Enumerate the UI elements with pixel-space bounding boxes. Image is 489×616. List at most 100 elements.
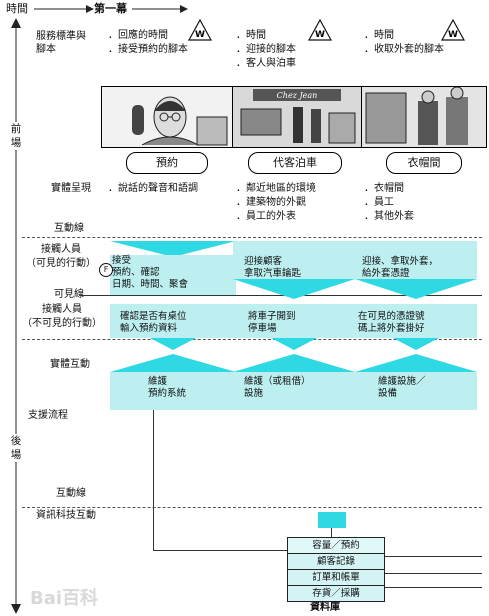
support-block-reservation: [110, 354, 236, 410]
backstage-valet-text: 將車子開到 停車場: [248, 311, 296, 335]
support-block-coat-check: [355, 354, 477, 410]
database-row-capacity: 容量／預約: [287, 537, 385, 554]
time-label: 時間: [6, 2, 28, 15]
evidence-line: ．建築物的外觀: [236, 197, 306, 208]
onstage-valet-text: 迎接顧客 拿取汽車鑰匙: [244, 256, 301, 280]
connector-line: [383, 587, 482, 588]
onstage-line: 迎接、拿取外套，: [362, 256, 439, 267]
support-valet-text: 維護（或租借） 設施: [244, 376, 311, 400]
w-triangle-icon: W: [188, 19, 212, 41]
onstage-reservation-text: 接受 預約、確認 日期、時間、聚會: [112, 255, 188, 291]
line-of-interaction: [22, 237, 482, 238]
row-it-interaction: 資訊科技互動: [36, 510, 96, 521]
row-onstage-contact: 接觸人員 （可見的行動）: [26, 244, 96, 269]
standard-coat-check: ．時間 ．收取外套的腳本: [364, 29, 444, 57]
standard-line: ．回應的時間: [108, 30, 168, 41]
w-label: W: [195, 30, 205, 40]
evidence-reservation: ．說話的聲音和語調: [108, 183, 198, 194]
connector-line: [383, 556, 482, 557]
evidence-line: ．衣帽間: [364, 183, 404, 194]
connector-line: [153, 550, 287, 551]
evidence-line: ．其他外套: [364, 211, 414, 222]
support-line: 維護: [148, 376, 168, 387]
row-line-of-visibility: 可見線: [54, 289, 84, 300]
onstage-line: 給外套憑證: [362, 268, 410, 279]
database-label: 資料庫: [310, 602, 340, 613]
backstage-line: 碼上將外套掛好: [358, 323, 425, 334]
row-service-standards: 服務標準與 腳本: [36, 31, 86, 55]
scene-caption-valet: 代客泊車: [248, 152, 342, 174]
backstage-line: 確認是否有桌位: [120, 311, 187, 322]
line-of-visibility: [80, 295, 482, 296]
onstage-arrow-reservation: [110, 241, 236, 295]
row-physical-interaction: 實體互動: [50, 359, 90, 370]
front-stage-label: 前 場: [5, 122, 27, 150]
w-label: W: [448, 30, 458, 40]
backstage-divider: [22, 339, 482, 340]
standard-line: ．時間: [236, 30, 266, 41]
standard-line: ．客人與泊車: [236, 58, 296, 69]
backstage-coat-check-text: 在可見的憑證號 碼上將外套掛好: [358, 311, 425, 335]
support-coat-check-text: 維護設施／ 設備: [378, 376, 426, 400]
connector-line: [383, 573, 482, 574]
standard-valet: ．時間 ．迎接的腳本 ．客人與泊車: [236, 29, 296, 71]
it-interaction-marker: [318, 512, 346, 528]
restaurant-sign: Chez Jean: [277, 91, 318, 100]
evidence-coat-check: ．衣帽間 ．員工 ．其他外套: [364, 182, 414, 224]
row-line-of-interaction-2: 互動線: [56, 488, 86, 499]
act-arrow-icon: [132, 5, 188, 13]
evidence-line: ．員工的外表: [236, 211, 296, 222]
scene-caption-coat-check: 衣帽間: [386, 152, 462, 174]
standard-line: ．迎接的腳本: [236, 44, 296, 55]
backstage-line: 將車子開到: [248, 311, 296, 322]
failure-point-badge: F: [99, 263, 113, 277]
support-line: 預約系統: [148, 388, 187, 399]
onstage-line: 日期、時間、聚會: [112, 279, 189, 290]
standard-line: ．時間: [364, 30, 394, 41]
coat-check-illustration: [361, 86, 487, 148]
backstage-block-valet: [233, 304, 355, 350]
back-stage-label: 後 場: [5, 434, 27, 462]
time-arrow-icon: [34, 5, 94, 13]
support-line: 維護設施／: [378, 376, 426, 387]
w-triangle-icon: W: [441, 19, 465, 41]
backstage-block-reservation: [110, 304, 236, 350]
valet-parking-illustration: Chez Jean: [232, 86, 362, 148]
w-label: W: [315, 30, 325, 40]
connector-line: [331, 528, 332, 538]
onstage-arrow-valet: [233, 241, 355, 299]
backstage-line: 在可見的憑證號: [358, 311, 425, 322]
support-block-valet: [233, 354, 355, 410]
database-row-orders-billing: 訂單和帳單: [287, 569, 385, 586]
backstage-block-coat-check: [355, 304, 477, 350]
act-label: 第一幕: [94, 2, 127, 15]
scene-caption-reservation: 預約: [126, 152, 208, 174]
onstage-coat-check-text: 迎接、拿取外套， 給外套憑證: [362, 256, 438, 280]
standard-line: ．收取外套的腳本: [364, 44, 444, 55]
onstage-arrow-coat-check: [355, 241, 477, 299]
evidence-valet: ．鄰近地區的環境 ．建築物的外觀 ．員工的外表: [236, 182, 316, 224]
database-row-inventory: 存貨／採購: [287, 585, 385, 602]
watermark: Bai百科: [30, 588, 99, 609]
onstage-line: 預約、確認: [112, 267, 160, 278]
standard-reservation: ．回應的時間 ．接受預約的腳本: [108, 29, 188, 57]
support-line: 維護（或租借）: [244, 376, 311, 387]
connector-line: [153, 410, 154, 550]
onstage-line: 拿取汽車鑰匙: [244, 268, 302, 279]
row-physical-evidence: 實體呈現: [51, 183, 91, 194]
standard-line: ．接受預約的腳本: [108, 44, 188, 55]
row-backstage-contact: 接觸人員 （不可見的行動）: [22, 304, 102, 329]
backstage-line: 輸入預約資料: [120, 323, 178, 334]
onstage-line: 迎接顧客: [244, 256, 283, 267]
line-of-interaction-2: [22, 507, 482, 508]
database-row-customer-records: 顧客記錄: [287, 553, 385, 570]
support-line: 設施: [244, 388, 264, 399]
support-line: 設備: [378, 388, 398, 399]
evidence-line: ．鄰近地區的環境: [236, 183, 316, 194]
support-reservation-text: 維護 預約系統: [148, 376, 186, 400]
evidence-line: ．員工: [364, 197, 394, 208]
row-support-processes: 支援流程: [28, 410, 68, 421]
backstage-reservation-text: 確認是否有桌位 輸入預約資料: [120, 311, 187, 335]
row-line-of-interaction: 互動線: [54, 223, 84, 234]
backstage-line: 停車場: [248, 323, 277, 334]
